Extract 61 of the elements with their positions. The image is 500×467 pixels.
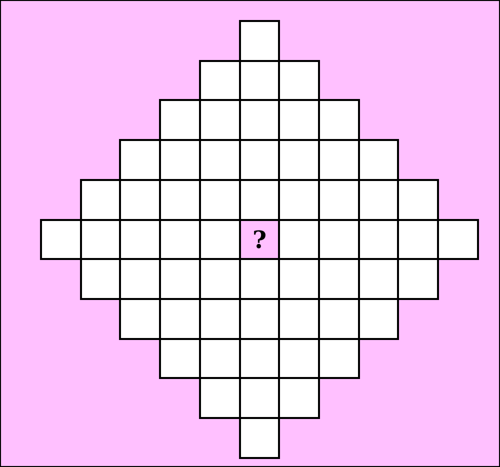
grid-cell [199,258,241,300]
grid-cell [358,258,399,300]
grid-cell [239,139,280,181]
grid-cell [119,258,161,300]
grid-cell [159,338,201,379]
grid-cell [358,179,399,221]
question-mark: ? [252,228,267,252]
grid-cell [397,258,439,300]
grid-cell [159,179,201,221]
grid-cell [159,139,201,181]
grid-cell [159,258,201,300]
grid-cell [278,179,320,221]
grid-cell [239,338,280,379]
grid-cell [80,179,121,221]
grid-cell [239,99,280,141]
grid-cell [239,298,280,340]
grid-cell [239,20,280,62]
grid-cell [318,298,360,340]
grid-cell [159,99,201,141]
grid-cell [358,298,399,340]
grid-cell [278,139,320,181]
grid-cell [199,377,241,419]
grid-cell [318,179,360,221]
grid-cell [278,60,320,101]
grid-cell [278,99,320,141]
grid-cell [199,219,241,260]
grid-cell [397,219,439,260]
grid-cell [199,139,241,181]
grid-cell [278,338,320,379]
grid-cell [239,60,280,101]
grid-cell [358,219,399,260]
grid-cell [278,219,320,260]
grid-cell [239,179,280,221]
grid-cell [159,298,201,340]
grid-cell [358,139,399,181]
grid-cell [199,338,241,379]
grid-cell [318,99,360,141]
grid-cell [437,219,479,260]
grid-cell [80,258,121,300]
grid-cell [239,417,280,459]
grid-cell [119,139,161,181]
grid-cell [397,179,439,221]
grid-cell [199,99,241,141]
grid-cell [159,219,201,260]
grid-cell [278,258,320,300]
grid-cell [239,258,280,300]
grid-cell [318,338,360,379]
grid-cell [199,60,241,101]
grid-cell [278,298,320,340]
grid-cell [80,219,121,260]
grid-cell [40,219,82,260]
grid-cell [119,298,161,340]
grid-cell [239,377,280,419]
grid-cell [119,219,161,260]
grid-cell [318,258,360,300]
grid-cell [199,298,241,340]
grid-cell [318,139,360,181]
grid-cell [119,179,161,221]
grid-cell [199,179,241,221]
grid-cell [278,377,320,419]
grid-cell [318,219,360,260]
